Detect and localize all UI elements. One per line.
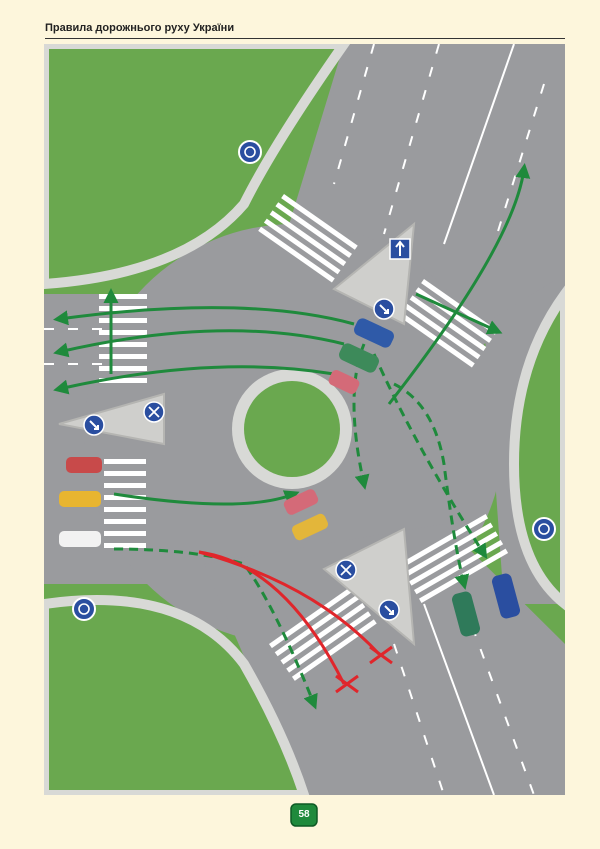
car-blue-bottom: [491, 573, 521, 619]
central-island: [232, 369, 352, 489]
red-paths: [198, 550, 393, 694]
page-header: Правила дорожнього руху України: [45, 20, 565, 39]
keep-both-icon: [148, 406, 160, 418]
forbidden-x-1: [335, 674, 359, 694]
page-number-badge: 58: [290, 803, 318, 827]
roundabout-sign: [238, 140, 262, 164]
crosswalk-left-bottom: [104, 459, 146, 548]
keep-right-sign-bottom: [378, 599, 400, 621]
car-red-left: [66, 457, 102, 473]
arrow-down-right-icon: [379, 304, 389, 314]
page-number: 58: [298, 809, 310, 820]
lane-markings: [44, 44, 545, 795]
crosswalk-top: [258, 194, 358, 283]
page-badge-shape: [290, 803, 318, 827]
roundabout-sign-right: [532, 517, 556, 541]
car-yellow-left: [59, 491, 101, 507]
page-title: Правила дорожнього руху України: [45, 22, 235, 34]
grass-corners: [44, 44, 565, 795]
arrow-up-icon: [395, 240, 405, 256]
roundabout-icon: [244, 146, 256, 158]
roundabout-diagram: [44, 44, 565, 795]
arrow-down-right-icon: [89, 420, 99, 430]
keep-right-sign-top: [373, 298, 395, 320]
car-yellow-round: [291, 513, 329, 541]
keep-left-right-sign: [143, 401, 165, 423]
car-green-bottom: [451, 591, 481, 637]
car-blue-top: [354, 318, 394, 348]
keep-left-right-sign-bottom: [335, 559, 357, 581]
crosswalk-left-top: [99, 294, 147, 383]
arrow-down-right-icon: [384, 605, 394, 615]
keep-right-sign: [83, 414, 105, 436]
island-left: [58, 392, 165, 446]
roundabout-sign-left: [72, 597, 96, 621]
keep-both-icon: [340, 564, 352, 576]
car-green-top: [339, 343, 379, 373]
roundabout-icon: [78, 603, 90, 615]
roundabout-scene: [44, 44, 565, 795]
roundabout-icon: [538, 523, 550, 535]
road-signs: [72, 140, 556, 621]
car-white-left: [59, 531, 101, 547]
straight-only-sign: [389, 238, 411, 260]
car-pink-round: [283, 489, 319, 515]
forbidden-x-2: [369, 645, 393, 665]
green-paths: [53, 163, 531, 710]
cars: [59, 318, 521, 637]
car-pink-top: [328, 370, 360, 394]
